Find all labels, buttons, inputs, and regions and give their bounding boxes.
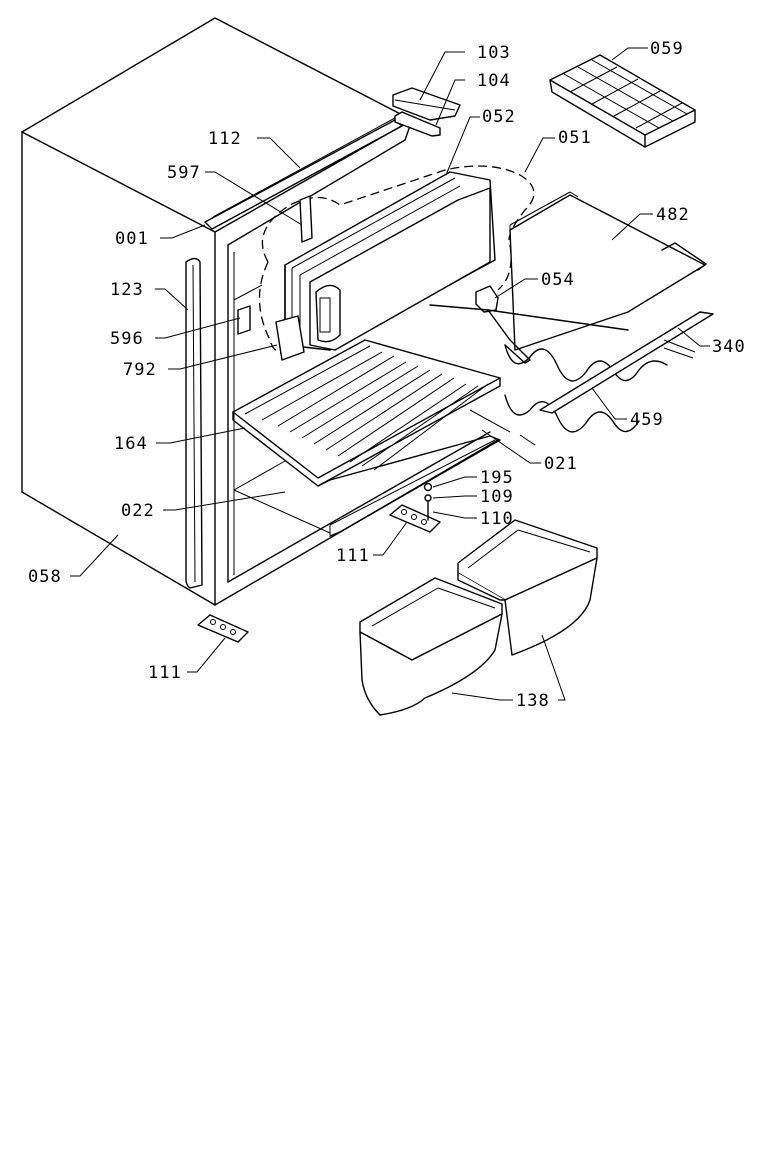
label-792: 792 <box>123 360 157 380</box>
crisper-drawers <box>359 519 598 716</box>
label-059: 059 <box>650 39 684 59</box>
label-340: 340 <box>712 337 746 357</box>
label-104: 104 <box>477 71 511 91</box>
label-195: 195 <box>480 468 514 488</box>
leader-lines <box>70 47 710 701</box>
label-109: 109 <box>480 487 514 507</box>
label-001: 001 <box>115 229 149 249</box>
evaporator-tray <box>429 304 714 433</box>
label-123: 123 <box>110 280 144 300</box>
label-110: 110 <box>480 509 514 529</box>
label-164: 164 <box>114 434 148 454</box>
bottom-hinge-upper <box>389 482 441 533</box>
label-058: 058 <box>28 567 62 587</box>
label-052: 052 <box>482 107 516 127</box>
label-051: 051 <box>558 128 592 148</box>
label-103: 103 <box>477 43 511 63</box>
cabinet-body <box>21 17 499 606</box>
freezer-compartment <box>237 165 535 361</box>
label-459: 459 <box>630 410 664 430</box>
crisper-cover <box>317 409 536 537</box>
glass-shelf <box>509 191 707 351</box>
label-482: 482 <box>656 205 690 225</box>
label-596: 596 <box>110 329 144 349</box>
label-597: 597 <box>167 163 201 183</box>
door-gasket <box>185 257 203 589</box>
label-112: 112 <box>208 129 242 149</box>
label-111-upper: 111 <box>336 546 370 566</box>
hinge-cover-and-hinge <box>392 87 461 137</box>
label-138: 138 <box>516 691 550 711</box>
label-021: 021 <box>544 454 578 474</box>
label-054: 054 <box>541 270 575 290</box>
ice-cube-tray <box>549 54 696 148</box>
bottom-hinge-lower <box>197 614 249 643</box>
part-labels: 103 104 059 052 051 112 597 482 001 123 … <box>28 39 746 711</box>
wire-shelf <box>232 339 501 487</box>
label-111-lower: 111 <box>148 663 182 683</box>
label-022: 022 <box>121 501 155 521</box>
